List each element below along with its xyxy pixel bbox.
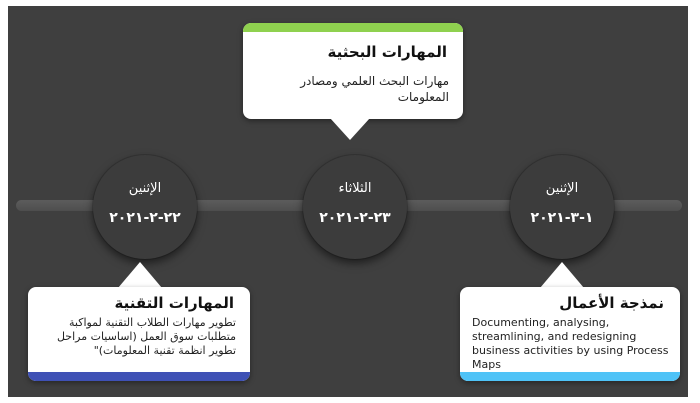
card-title: نمذجة الأعمال [559, 294, 664, 312]
card-accent-stripe [460, 372, 680, 381]
card-title: المهارات البحثية [327, 43, 448, 61]
node-day: الإثنين [545, 181, 579, 196]
timeline-node-3: الإثنين ١-٣-٢٠٢١ [510, 155, 614, 259]
card-body: Documenting, analysing, streamlining, an… [472, 316, 669, 371]
node-date: ١-٣-٢٠٢١ [530, 210, 594, 226]
card-accent-stripe [28, 372, 250, 381]
timeline-node-2: الثلاثاء ٢٣-٢-٢٠٢١ [303, 155, 407, 259]
card-body: تطوير مهارات الطلاب التقنية لمواكبة متطل… [56, 316, 236, 357]
card-technical-skills: المهارات التقنية تطوير مهارات الطلاب الت… [28, 287, 250, 381]
card-pointer [330, 118, 370, 140]
card-research-skills: المهارات البحثية مهارات البحث العلمي ومص… [243, 23, 463, 119]
card-body: مهارات البحث العلمي ومصادر المعلومات [300, 74, 449, 104]
node-date: ٢٣-٢-٢٠٢١ [319, 210, 391, 226]
node-date: ٢٢-٢-٢٠٢١ [109, 210, 181, 226]
timeline-node-1: الإثنين ٢٢-٢-٢٠٢١ [93, 155, 197, 259]
card-pointer [540, 262, 584, 288]
node-day: الإثنين [128, 181, 162, 196]
node-day: الثلاثاء [338, 181, 372, 196]
card-business-modeling: نمذجة الأعمال Documenting, analysing, st… [460, 287, 680, 381]
card-accent-stripe [243, 23, 463, 32]
card-pointer [118, 262, 162, 288]
card-title: المهارات التقنية [114, 294, 234, 312]
